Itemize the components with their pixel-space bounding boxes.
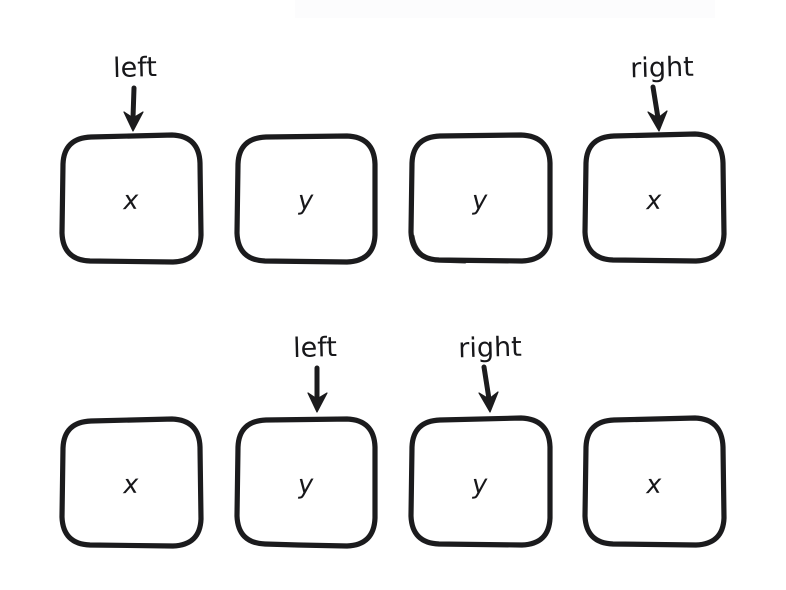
cell-label-row1-2: y [471, 185, 489, 217]
annotation-right-row2: right [457, 331, 523, 365]
row-2-arrows [307, 364, 499, 413]
cell-label-row2-2: y [471, 469, 489, 501]
box-row1-0[interactable] [59, 132, 204, 265]
top-background-band [295, 0, 715, 18]
cell-label-row1-1: y [297, 185, 315, 217]
annotation-left-row2: left [292, 331, 338, 365]
box-row2-2[interactable] [408, 415, 553, 548]
annotation-right-row1: right [629, 51, 695, 85]
box-row2-0[interactable] [59, 416, 204, 549]
box-row1-1[interactable] [234, 133, 378, 265]
annotation-left-row1: left [112, 51, 158, 85]
arrow-row2-right [478, 364, 499, 413]
row-1-arrows [123, 84, 668, 132]
arrow-row1-right [647, 84, 668, 132]
arrow-row1-left [123, 85, 144, 132]
cell-label-row1-0: x [122, 185, 140, 217]
arrow-row2-left [307, 365, 328, 413]
box-row1-3[interactable] [582, 131, 727, 264]
cell-label-row2-3: x [645, 469, 663, 501]
row-2-boxes [59, 415, 727, 549]
box-row1-2-overstroke [411, 234, 467, 264]
box-row2-3[interactable] [582, 415, 727, 548]
row-1-boxes [59, 131, 727, 265]
cell-label-row1-3: x [645, 185, 663, 217]
box-row2-1[interactable] [234, 416, 378, 549]
box-row1-2[interactable] [408, 132, 553, 264]
cell-label-row2-0: x [122, 469, 140, 501]
cell-label-row2-1: y [297, 469, 315, 501]
